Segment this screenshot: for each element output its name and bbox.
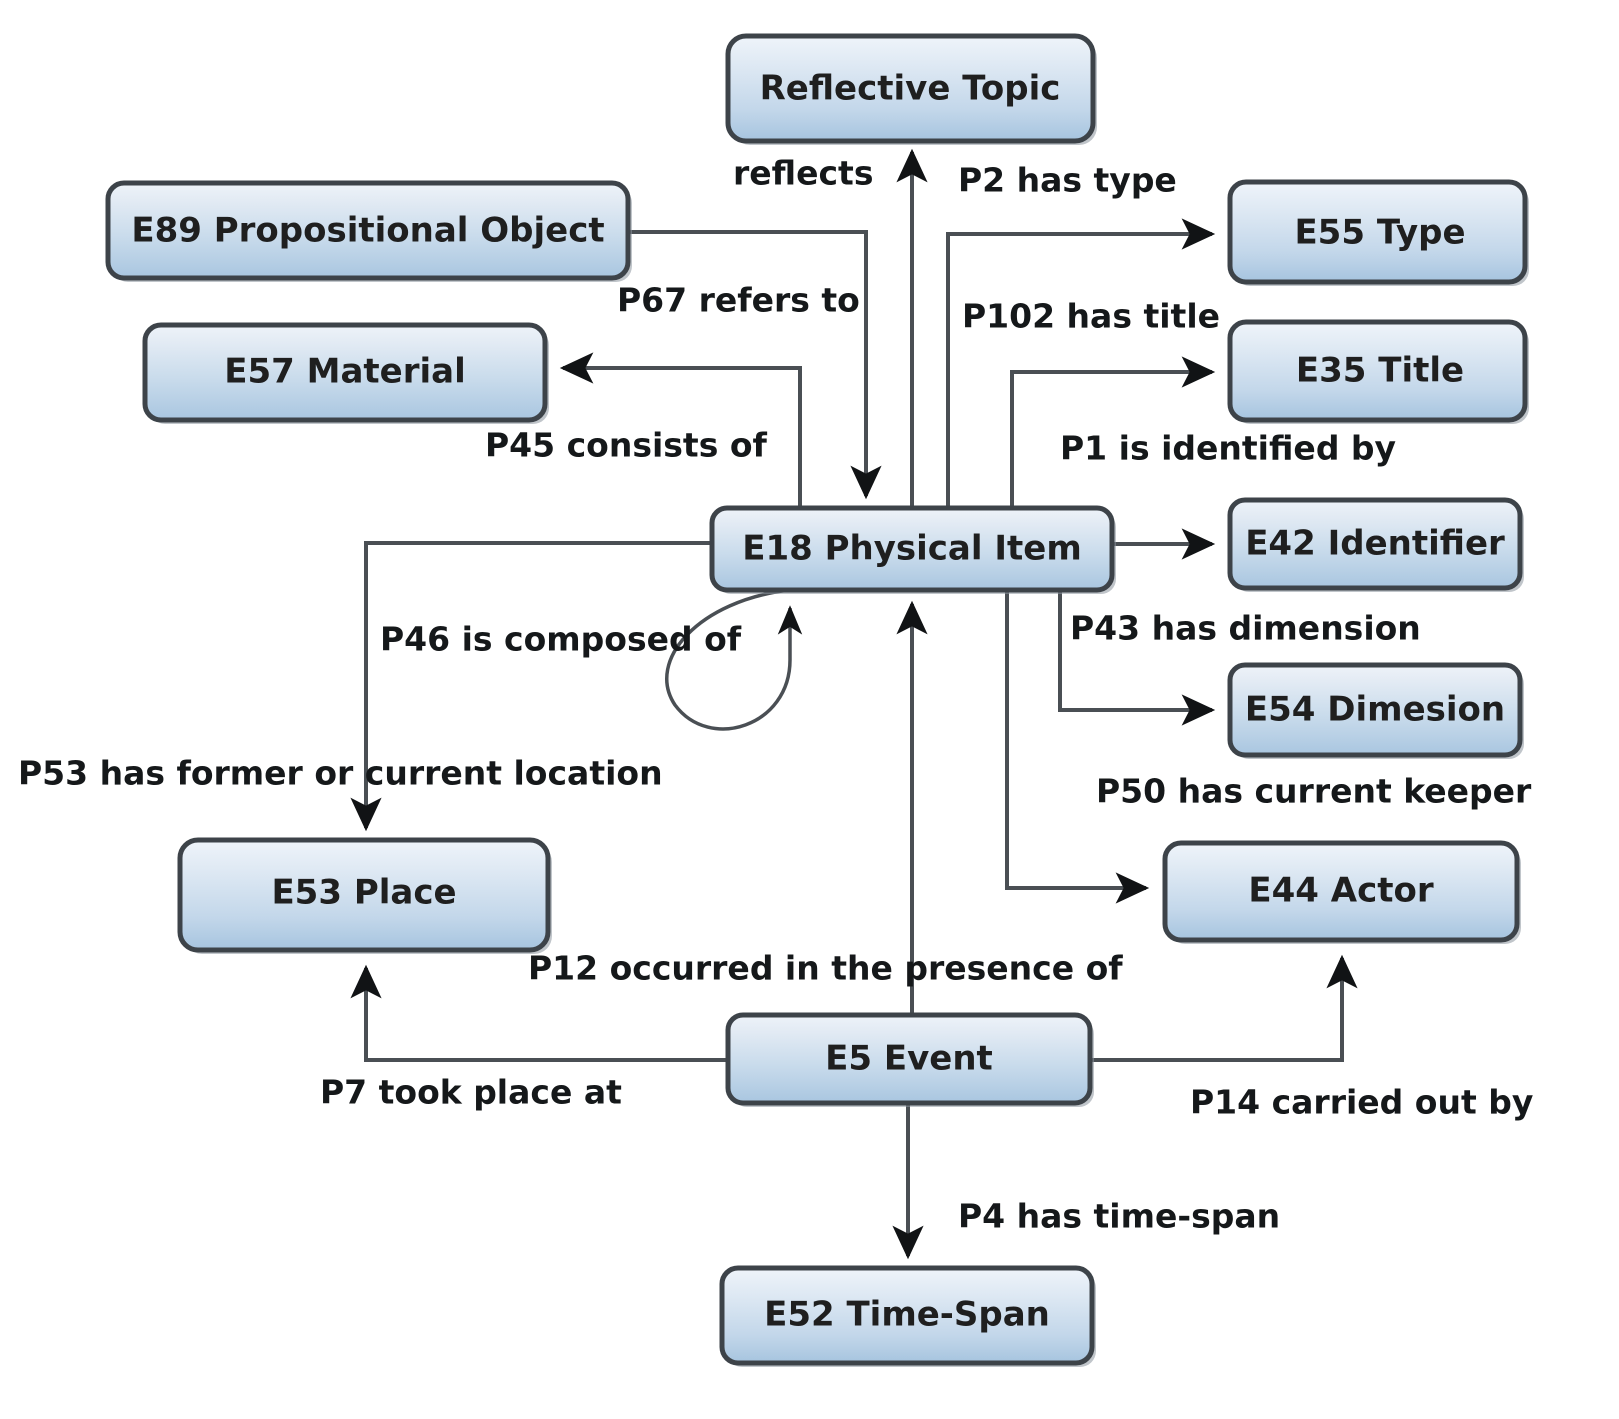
node-e54-dimension[interactable]: E54 Dimesion	[1227, 662, 1524, 759]
edge-p102-has-title	[1010, 356, 1216, 508]
node-e57-material[interactable]: E57 Material	[142, 322, 549, 424]
node-e53-place[interactable]: E53 Place	[177, 837, 552, 954]
node-label: E55 Type	[1294, 213, 1465, 253]
edge-label-text: P50 has current keeper	[1096, 772, 1532, 811]
edge-label-reflects: reflects	[733, 154, 873, 193]
edge-label-text: P53 has former or current location	[18, 754, 663, 793]
edge-p67-refers-to	[628, 230, 882, 500]
edge-label-text: P12 occurred in the presence of	[528, 949, 1123, 988]
node-label: Reflective Topic	[760, 69, 1061, 109]
edge-label-text: P45 consists of	[485, 426, 767, 465]
node-label: E54 Dimesion	[1245, 690, 1505, 730]
edge-label-p4: P4 has time-span	[958, 1197, 1280, 1236]
edge-label-text: P102 has title	[962, 297, 1220, 336]
edge-p53-has-location	[350, 541, 712, 832]
node-e89-propositional-object[interactable]: E89 Propositional Object	[105, 180, 632, 282]
node-label: E53 Place	[271, 873, 456, 913]
edge-label-p2: P2 has type	[958, 161, 1177, 200]
edge-p50-has-current-keeper	[1005, 590, 1150, 904]
edge-label-p45: P45 consists of	[485, 426, 767, 465]
edge-label-p7: P7 took place at	[320, 1073, 622, 1112]
node-reflective-topic[interactable]: Reflective Topic	[725, 33, 1097, 145]
edge-label-text: P14 carried out by	[1190, 1083, 1533, 1122]
edge-label-p67: P67 refers to	[617, 281, 860, 320]
node-label: E18 Physical Item	[742, 529, 1082, 569]
node-e42-identifier[interactable]: E42 Identifier	[1227, 497, 1524, 592]
node-label: E89 Propositional Object	[131, 211, 604, 251]
node-label: E44 Actor	[1248, 871, 1433, 911]
edge-label-p46: P46 is composed of	[380, 620, 742, 659]
node-e35-title[interactable]: E35 Title	[1227, 319, 1529, 424]
edge-label-text: P46 is composed of	[380, 620, 742, 659]
edge-label-text: P7 took place at	[320, 1073, 622, 1112]
edge-label-text: P67 refers to	[617, 281, 860, 320]
edge-label-p12: P12 occurred in the presence of	[528, 949, 1123, 988]
edge-label-text: reflects	[733, 154, 873, 193]
node-label: E42 Identifier	[1245, 524, 1505, 564]
edge-p45-consists-of	[559, 352, 802, 508]
node-e52-time-span[interactable]: E52 Time-Span	[719, 1265, 1096, 1367]
edge-label-p14: P14 carried out by	[1190, 1083, 1533, 1122]
edge-p14-carried-out-by	[1090, 954, 1358, 1062]
edge-label-text: P1 is identified by	[1060, 429, 1396, 468]
edge-label-text: P4 has time-span	[958, 1197, 1280, 1236]
edge-p43-has-dimension	[1058, 590, 1216, 726]
node-label: E5 Event	[825, 1039, 993, 1079]
node-e5-event[interactable]: E5 Event	[725, 1012, 1094, 1107]
edge-label-p43: P43 has dimension	[1070, 609, 1421, 648]
node-label: E35 Title	[1296, 351, 1464, 391]
node-e55-type[interactable]: E55 Type	[1227, 179, 1529, 286]
node-e18-physical-item[interactable]: E18 Physical Item	[709, 505, 1116, 594]
edge-label-text: P43 has dimension	[1070, 609, 1421, 648]
edge-label-p53: P53 has former or current location	[18, 754, 663, 793]
edge-label-p102: P102 has title	[962, 297, 1220, 336]
edge-label-p1: P1 is identified by	[1060, 429, 1396, 468]
node-e44-actor[interactable]: E44 Actor	[1162, 840, 1521, 944]
edge-p46-is-composed-of	[665, 588, 803, 731]
edge-label-p50: P50 has current keeper	[1096, 772, 1532, 811]
node-label: E57 Material	[224, 352, 466, 392]
node-label: E52 Time-Span	[764, 1295, 1050, 1335]
edge-p7-took-place-at	[350, 964, 728, 1062]
edge-label-text: P2 has type	[958, 161, 1177, 200]
edge-p2-has-type	[946, 218, 1216, 508]
